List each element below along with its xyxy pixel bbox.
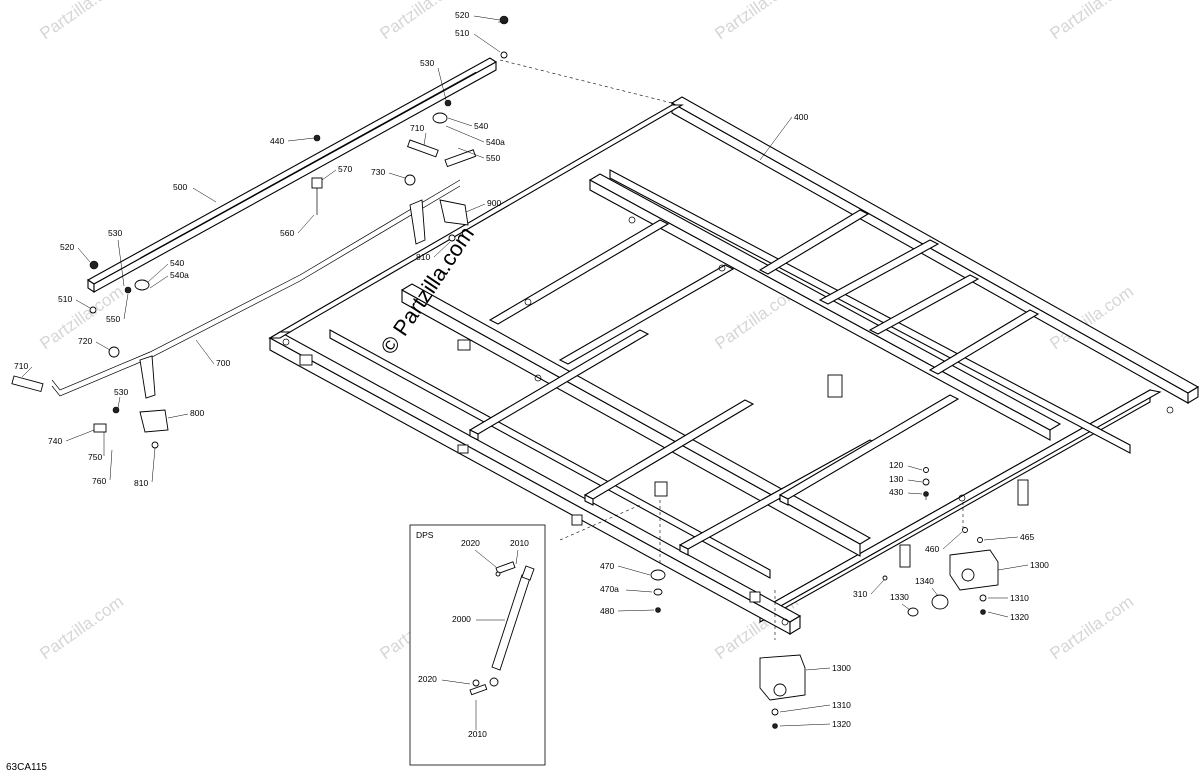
inset-label-2020-a: 2020 (461, 538, 480, 548)
label-1310-bottom: 1310 (832, 700, 851, 710)
label-530-top: 530 (420, 58, 434, 68)
label-430: 430 (889, 487, 903, 497)
dps-inset: DPS 2020 2010 2000 2020 2010 (409, 524, 546, 766)
label-810-low: 810 (134, 478, 148, 488)
label-540a-left: 540a (170, 270, 189, 280)
inset-title: DPS (416, 530, 434, 540)
center-watermark: © Partzilla.com (375, 222, 479, 359)
label-530-left: 530 (108, 228, 122, 238)
label-540a-top: 540a (486, 137, 505, 147)
label-540-left: 540 (170, 258, 184, 268)
label-470: 470 (600, 561, 614, 571)
label-400: 400 (794, 112, 808, 122)
label-750: 750 (88, 452, 102, 462)
label-1300-bottom: 1300 (832, 663, 851, 673)
label-1320-right: 1320 (1010, 612, 1029, 622)
watermark-11: Partzilla.com (1046, 592, 1137, 663)
label-480: 480 (600, 606, 614, 616)
label-530-low: 530 (114, 387, 128, 397)
label-810-top: 810 (416, 252, 430, 262)
label-710-left: 710 (14, 361, 28, 371)
label-760: 760 (92, 476, 106, 486)
watermark-1: Partzilla.com (36, 0, 127, 43)
label-800: 800 (190, 408, 204, 418)
label-1330: 1330 (890, 592, 909, 602)
label-560: 560 (280, 228, 294, 238)
leader-lines (21, 15, 1029, 727)
upper-rail-assembly (11, 15, 509, 449)
label-310: 310 (853, 589, 867, 599)
label-465: 465 (1020, 532, 1034, 542)
label-500: 500 (173, 182, 187, 192)
inset-label-2020-b: 2020 (418, 674, 437, 684)
label-740: 740 (48, 436, 62, 446)
inset-label-2010-a: 2010 (510, 538, 529, 548)
inset-label-2000: 2000 (452, 614, 471, 624)
label-1340: 1340 (915, 576, 934, 586)
watermark-3: Partzilla.com (711, 0, 802, 43)
part-labels: 520 510 530 540 540a 550 710 440 570 730… (14, 10, 1049, 729)
watermark-8: Partzilla.com (36, 592, 127, 663)
label-550-top: 550 (486, 153, 500, 163)
label-1310-right: 1310 (1010, 593, 1029, 603)
label-510-top: 510 (455, 28, 469, 38)
label-460: 460 (925, 544, 939, 554)
inset-label-2010-b: 2010 (468, 729, 487, 739)
diagram-code: 63CA115 (6, 762, 47, 773)
label-570: 570 (338, 164, 352, 174)
label-900: 900 (487, 198, 501, 208)
label-520-top: 520 (455, 10, 469, 20)
watermark-2: Partzilla.com (376, 0, 467, 43)
label-510-left: 510 (58, 294, 72, 304)
label-440: 440 (270, 136, 284, 146)
label-470a: 470a (600, 584, 619, 594)
label-540-top: 540 (474, 121, 488, 131)
label-730: 730 (371, 167, 385, 177)
main-frame (268, 59, 1200, 640)
lower-hardware (650, 467, 999, 729)
label-120: 120 (889, 460, 903, 470)
label-520-left: 520 (60, 242, 74, 252)
label-710-top: 710 (410, 123, 424, 133)
label-1320-bottom: 1320 (832, 719, 851, 729)
label-700: 700 (216, 358, 230, 368)
label-1300-right: 1300 (1030, 560, 1049, 570)
label-550-left: 550 (106, 314, 120, 324)
label-720: 720 (78, 336, 92, 346)
watermark-4: Partzilla.com (1046, 0, 1137, 43)
label-130: 130 (889, 474, 903, 484)
